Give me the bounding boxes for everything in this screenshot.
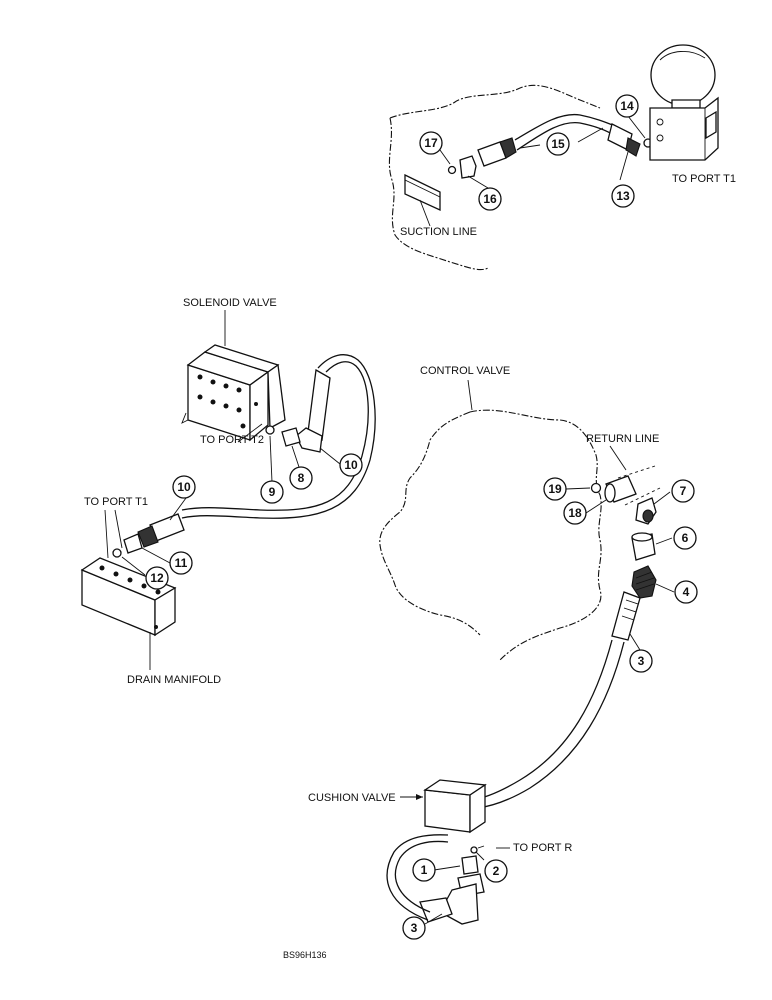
to-port-t1-top-label: TO PORT T1 <box>672 173 736 185</box>
pump-housing-outline <box>388 84 601 271</box>
svg-text:6: 6 <box>682 531 689 545</box>
svg-text:2: 2 <box>493 864 500 878</box>
drain-manifold <box>80 557 177 670</box>
hose-to-cushion-valve <box>394 840 449 913</box>
hose-end-3 <box>611 591 641 641</box>
svg-text:19: 19 <box>548 482 562 496</box>
cushion-valve-label: CUSHION VALVE <box>308 792 396 804</box>
svg-text:15: 15 <box>551 137 565 151</box>
svg-text:14: 14 <box>620 99 634 113</box>
hose-15 <box>514 113 616 141</box>
o-ring-12 <box>112 548 122 558</box>
o-ring-2 <box>470 846 478 854</box>
o-ring-9 <box>265 425 275 435</box>
suction-line-plate <box>404 173 441 212</box>
callout-13: 13 <box>611 184 635 208</box>
callout-11: 11 <box>169 551 193 575</box>
callout-3-bottom: 3 <box>402 916 426 940</box>
callout-1: 1 <box>412 858 436 882</box>
solenoid-valve-label: SOLENOID VALVE <box>183 297 277 309</box>
svg-text:10: 10 <box>177 480 191 494</box>
drain-manifold-label: DRAIN MANIFOLD <box>127 674 221 686</box>
svg-text:4: 4 <box>683 585 690 599</box>
control-valve-outline <box>379 409 602 661</box>
svg-text:17: 17 <box>424 136 438 150</box>
pilot-valve-with-accumulator <box>649 44 719 161</box>
svg-text:13: 13 <box>616 189 630 203</box>
callout-12: 12 <box>145 566 169 590</box>
callout-19: 19 <box>543 477 567 501</box>
callout-14: 14 <box>615 94 639 118</box>
adapter-16 <box>459 155 477 179</box>
svg-text:3: 3 <box>411 921 418 935</box>
return-line-assembly <box>471 445 675 809</box>
solenoid-valve-assembly <box>104 310 376 576</box>
cushion-valve-body <box>424 789 471 833</box>
return-line-label: RETURN LINE <box>586 433 659 445</box>
svg-text:9: 9 <box>269 485 276 499</box>
callout-10-left: 10 <box>172 475 196 499</box>
svg-text:18: 18 <box>568 506 582 520</box>
cushion-valve-assembly <box>386 779 487 925</box>
callout-16: 16 <box>478 187 502 211</box>
svg-text:7: 7 <box>680 484 687 498</box>
svg-text:3: 3 <box>638 654 645 668</box>
svg-text:12: 12 <box>150 571 164 585</box>
to-port-r-label: TO PORT R <box>513 842 572 854</box>
svg-text:1: 1 <box>421 863 428 877</box>
callout-17: 17 <box>419 131 443 155</box>
callout-7: 7 <box>671 479 695 503</box>
fitting-1 <box>461 855 479 875</box>
callout-9: 9 <box>260 480 284 504</box>
callout-6: 6 <box>673 526 697 550</box>
to-port-t2-label: TO PORT T2 <box>200 434 264 446</box>
svg-text:10: 10 <box>344 458 358 472</box>
o-ring-19 <box>590 482 602 494</box>
svg-text:8: 8 <box>298 471 305 485</box>
callout-3-top: 3 <box>629 649 653 673</box>
hose-3 <box>471 639 613 801</box>
callout-15: 15 <box>546 132 570 156</box>
suction-line-label: SUCTION LINE <box>400 226 477 238</box>
to-port-t1-left-label: TO PORT T1 <box>84 496 148 508</box>
callout-2: 2 <box>484 859 508 883</box>
suction-assembly <box>388 44 719 271</box>
hose-10 <box>181 354 376 519</box>
callout-18: 18 <box>563 501 587 525</box>
callout-10-right: 10 <box>339 453 363 477</box>
control-valve-label: CONTROL VALVE <box>420 365 510 377</box>
svg-text:11: 11 <box>175 556 188 570</box>
adapter-4 <box>631 565 657 599</box>
svg-text:16: 16 <box>483 192 497 206</box>
callout-8: 8 <box>289 466 313 490</box>
control-valve <box>379 379 602 661</box>
o-ring-17 <box>447 165 457 175</box>
callout-4: 4 <box>674 580 698 604</box>
figure-code: BS96H136 <box>283 950 327 960</box>
